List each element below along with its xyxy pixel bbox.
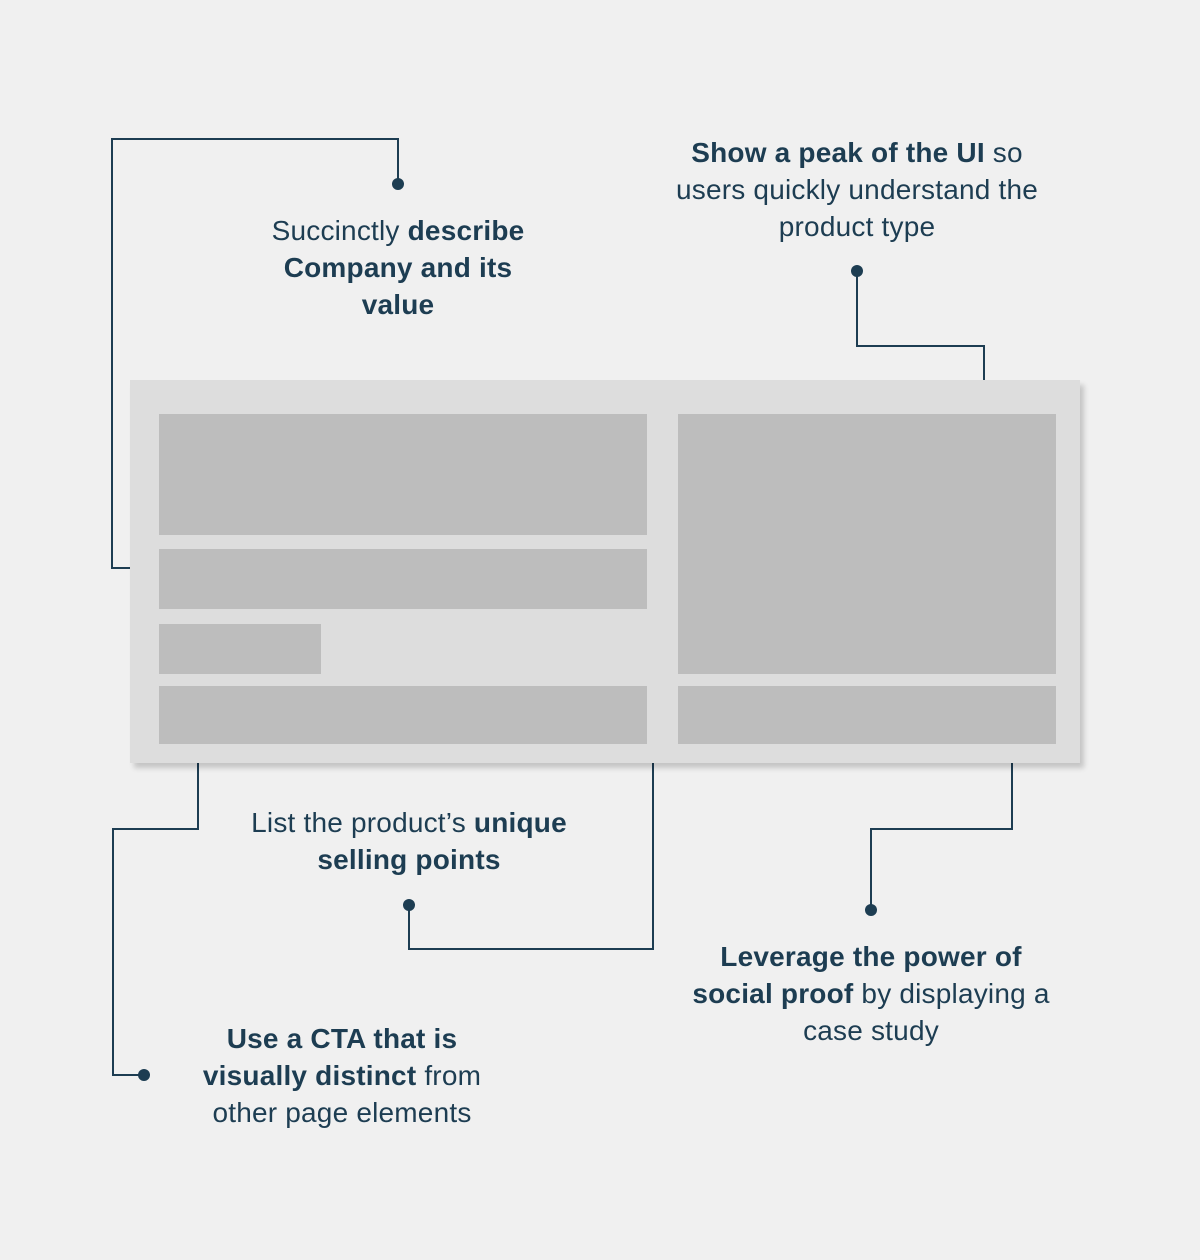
- callout-text: from: [416, 1060, 482, 1091]
- callout-unique-selling-points: List the product’s unique selling points: [219, 804, 599, 878]
- wireframe-ui-image-block: [678, 414, 1056, 674]
- callout-text-bold: visually distinct: [202, 1060, 417, 1091]
- connector-usp: [408, 763, 654, 950]
- callout-text: users quickly understand the: [675, 174, 1039, 205]
- dot-describe: [392, 178, 404, 190]
- callout-text: case study: [803, 1015, 939, 1046]
- callout-text: so: [984, 137, 1023, 168]
- connector-cta: [112, 763, 199, 1076]
- wireframe-cta-block: [159, 624, 321, 674]
- dot-usp: [403, 899, 415, 911]
- callout-text-bold: Show a peak of the UI: [691, 137, 985, 168]
- connector-social-proof: [870, 763, 1013, 910]
- wireframe-case-study-block: [678, 686, 1056, 744]
- callout-text-bold: unique: [473, 807, 567, 838]
- callout-text-bold: social proof: [692, 978, 854, 1009]
- landing-page-wireframe: [130, 380, 1080, 763]
- callout-cta: Use a CTA that is visually distinct from…: [167, 1020, 517, 1131]
- callout-social-proof: Leverage the power of social proof by di…: [651, 938, 1091, 1049]
- dot-cta: [138, 1069, 150, 1081]
- callout-text-bold: Leverage the power of: [720, 941, 1022, 972]
- wireframe-usp-block: [159, 549, 647, 609]
- callout-text: by displaying a: [853, 978, 1050, 1009]
- dot-social-proof: [865, 904, 877, 916]
- callout-text-bold: Use a CTA that is: [226, 1023, 458, 1054]
- callout-describe-company: Succinctly describe Company and its valu…: [228, 212, 568, 323]
- callout-ui-peek: Show a peak of the UI so users quickly u…: [637, 134, 1077, 245]
- connector-ui-peek: [856, 271, 985, 380]
- wireframe-footer-left-block: [159, 686, 647, 744]
- callout-text-bold: selling points: [317, 844, 501, 875]
- connector-describe: [111, 138, 399, 569]
- callout-text: List the product’s: [251, 807, 474, 838]
- dot-ui-peek: [851, 265, 863, 277]
- callout-text: other page elements: [212, 1097, 472, 1128]
- callout-text-bold: value: [361, 289, 435, 320]
- callout-text: product type: [778, 211, 936, 242]
- callout-text-bold: Company and its: [283, 252, 513, 283]
- wireframe-headline-block: [159, 414, 647, 535]
- callout-text: Succinctly: [271, 215, 408, 246]
- callout-text-bold: describe: [407, 215, 525, 246]
